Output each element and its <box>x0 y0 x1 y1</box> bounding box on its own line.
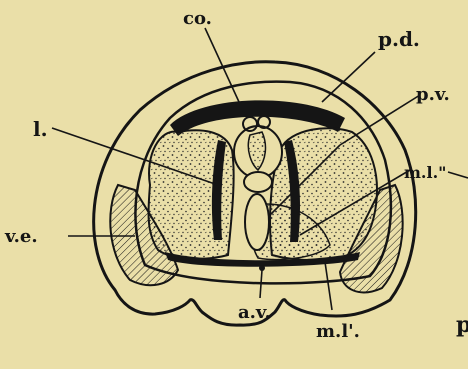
label-ml-prime: m.l'. <box>316 321 360 342</box>
label-pv: p.v. <box>416 84 450 105</box>
leader-pv <box>340 95 420 145</box>
notochord <box>244 172 272 192</box>
label-pd: p.d. <box>378 27 420 51</box>
leader-ml-double-tail <box>448 172 468 178</box>
label-l: l. <box>33 117 48 141</box>
label-ml-double: m.l." <box>404 163 446 182</box>
leader-av <box>260 270 262 298</box>
leader-pd <box>322 52 375 102</box>
label-ve: v.e. <box>4 226 38 247</box>
label-edge-fragment: p <box>456 312 468 338</box>
leader-ml-prime <box>325 262 332 310</box>
label-co: co. <box>183 8 212 29</box>
lower-vessel <box>245 194 269 250</box>
label-av: a.v. <box>238 302 271 323</box>
